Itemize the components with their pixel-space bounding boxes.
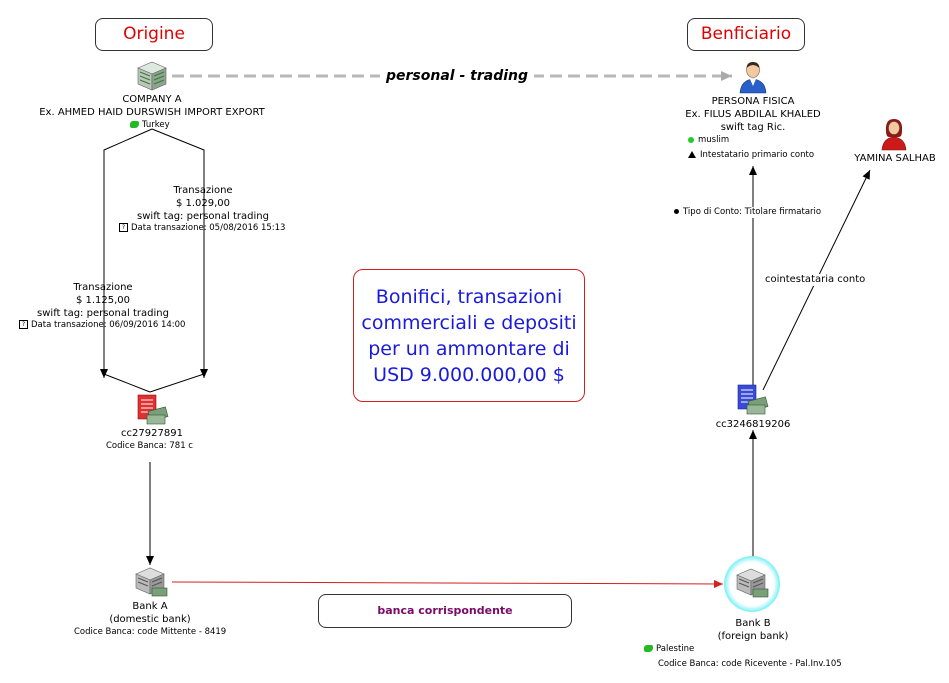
bank-building-icon[interactable] [735,567,769,599]
bank-building-icon[interactable] [134,566,168,598]
tx1-amount: $ 1.029,00 [175,198,231,209]
cointest-label: cointestataria conto [763,274,868,286]
origin-header: Origine [95,18,213,51]
account-b-id: cc3246819206 [715,419,791,430]
green-dot-icon [688,136,694,143]
bank-a-name: Bank A [132,601,168,612]
person-religion: muslim [688,135,729,146]
person-icon[interactable] [738,60,768,94]
company-building-icon[interactable] [136,60,168,92]
person-role: Intestatario primario conto [688,150,814,161]
tx1-swift: swift tag: personal trading [137,211,269,222]
company-name: COMPANY A [122,94,182,105]
edge-bank-a-bank-b [171,579,724,588]
bank-b-name: Bank B [735,618,771,629]
bank-a-type: (domestic bank) [109,614,191,625]
tx2-title: Transazione [73,282,133,293]
note-line-4: USD 9.000.000,00 $ [373,364,565,386]
note-line-3: per un ammontare di [368,338,570,360]
note-line-2: commerciali e depositi [361,312,577,334]
tx1-date: ?Data transazione: 05/08/2016 15:13 [119,223,285,234]
company-country: Turkey [130,120,170,131]
summary-note: Bonifici, transazioni commerciali e depo… [353,269,585,402]
yamina-name: YAMINA SALHAB [854,153,936,164]
beneficiary-header: Benficiario [687,18,805,51]
account-document-icon[interactable] [135,393,169,427]
account-type-label: Tipo di Conto: Titolare firmatario [674,207,824,218]
edge-transaction-right [149,128,205,393]
calendar-icon: ? [19,320,28,329]
edge-transaction-left [103,128,153,393]
account-a-code: Codice Banca: 781 c [106,441,193,451]
company-subtitle: Ex. AHMED HAID DURSWISH IMPORT EXPORT [39,107,265,118]
bullet-icon [674,209,679,214]
account-a-id: cc27927891 [121,428,183,439]
correspondent-box: banca corrispondente [318,594,572,628]
bank-a-code: Codice Banca: code Mittente - 8419 [74,627,227,637]
person-swift: swift tag Ric. [720,122,786,133]
person-role-icon [688,151,696,158]
flag-icon [130,121,139,128]
tx1-title: Transazione [173,185,233,196]
tx2-swift: swift tag: personal trading [37,308,169,319]
flag-icon [644,645,653,652]
tx2-amount: $ 1.125,00 [75,295,131,306]
bank-b-code: Codice Banca: code Ricevente - Pal.Inv.1… [658,659,842,669]
calendar-icon: ? [119,223,128,232]
female-person-icon[interactable] [880,117,908,151]
person-name: PERSONA FISICA [711,96,795,107]
person-subtitle: Ex. FILUS ABDILAL KHALED [685,109,821,120]
tx2-date: ?Data transazione: 06/09/2016 14:00 [19,320,185,331]
account-document-icon[interactable] [735,383,769,417]
edge-label-personal-trading: personal - trading [380,67,534,85]
bank-b-country: Palestine [644,644,694,655]
bank-b-type: (foreign bank) [717,631,789,642]
note-line-1: Bonifici, transazioni [375,286,563,308]
